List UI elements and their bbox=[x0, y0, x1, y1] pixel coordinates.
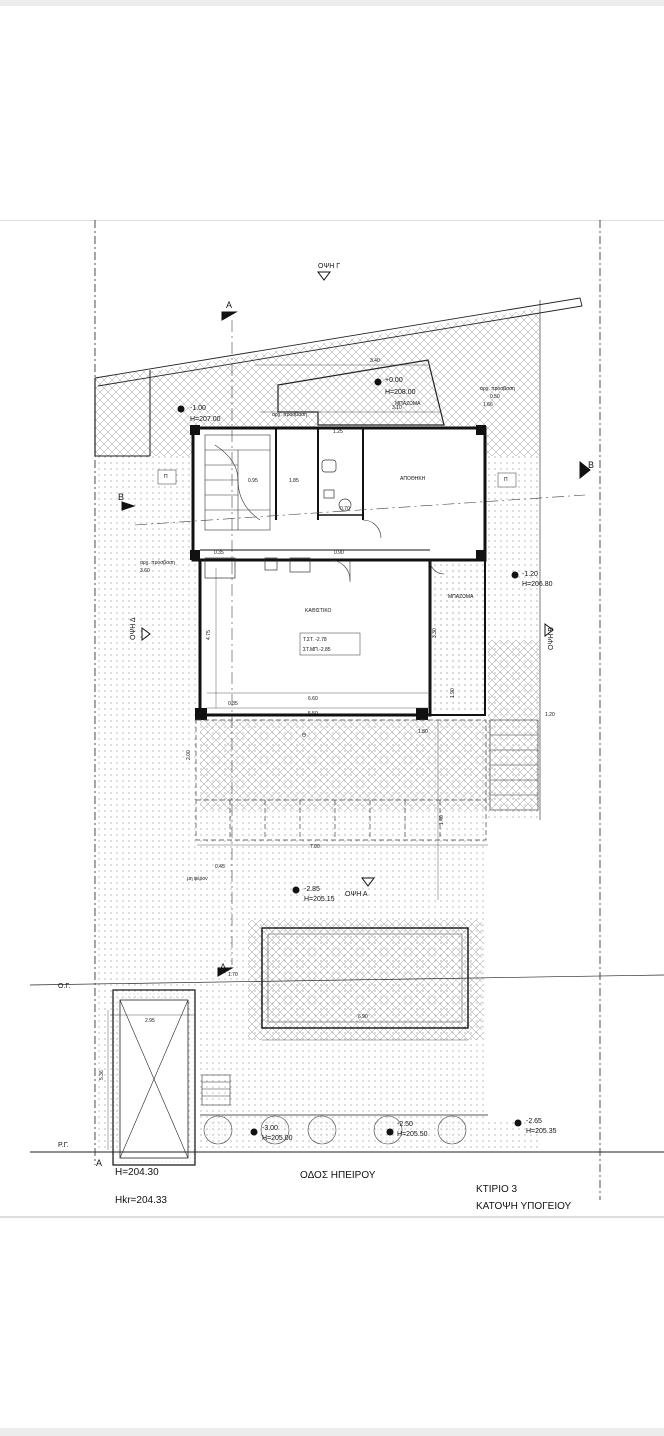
note-access-2: αρχ. πρόσβαση bbox=[480, 385, 515, 392]
dim-text: 1.66 bbox=[483, 402, 493, 408]
height-right: H=206.80 bbox=[522, 581, 553, 588]
parking-space bbox=[112, 989, 196, 1166]
dim-text: 1.85 bbox=[289, 478, 299, 484]
dim-text: 0.45 bbox=[215, 864, 225, 870]
view-label-left: ΟΨΗ Δ bbox=[130, 617, 137, 640]
living-slab-level: ΣΤ.ΜΠ.-2.85 bbox=[303, 647, 331, 653]
level-upper-right: +0.00 bbox=[385, 377, 403, 384]
dim-text: 0.70 bbox=[340, 506, 350, 512]
note-p-right: Π bbox=[504, 477, 508, 483]
street-name: ΟΔΟΣ ΗΠΕΙΡΟΥ bbox=[300, 1170, 376, 1181]
dim-text: 1.70 bbox=[228, 972, 238, 978]
height-upper-right: H=208.00 bbox=[385, 389, 416, 396]
dim-text: 0.35 bbox=[228, 701, 238, 707]
ground-height: H=204.30 bbox=[115, 1167, 159, 1178]
floor-plan-sheet: ΟΨΗ Γ ΟΨΗ Δ ΟΨΗ Β ΟΨΗ Α A B B A A ΑΠΟΘΗΚ… bbox=[0, 219, 664, 1218]
dim-text: 1.80 bbox=[418, 729, 428, 735]
view-label-top: ΟΨΗ Γ bbox=[318, 263, 340, 270]
side-stair bbox=[489, 719, 539, 811]
view-label-right: ΟΨΗ Β bbox=[548, 627, 555, 650]
dim-text: 3.60 bbox=[140, 568, 150, 574]
level-right: -1.20 bbox=[522, 571, 538, 578]
door-swings bbox=[329, 519, 445, 582]
boundary-rg: Ρ.Γ. bbox=[58, 1142, 69, 1149]
upper-hatch bbox=[95, 370, 150, 456]
living-floor-level: Τ.ΣΤ. -2.78 bbox=[303, 637, 327, 643]
top-status-strip bbox=[0, 0, 664, 6]
staircase bbox=[204, 434, 271, 531]
section-b-right: B bbox=[588, 460, 594, 470]
pergola bbox=[195, 719, 487, 841]
dim-text: 1.40 bbox=[439, 815, 445, 825]
room-balcony-top: ΜΠΑΖΩΜΑ bbox=[395, 401, 421, 407]
note-access-1: αρχ. πρόσβαση bbox=[272, 411, 307, 418]
dim-text: 5.50 bbox=[308, 711, 318, 717]
right-hatched bbox=[488, 640, 540, 810]
height-upper-left: H=207.00 bbox=[190, 416, 221, 423]
note-access-3: αρχ. πρόσβαση bbox=[140, 559, 175, 566]
dim-text: 0.50 bbox=[490, 394, 500, 400]
room-living: ΚΑΘΙΣΤΙΚΟ bbox=[305, 608, 332, 614]
dim-text: 3.30 bbox=[432, 628, 438, 638]
dim-text: 1.25 bbox=[333, 429, 343, 435]
dim-text: 5.36 bbox=[99, 1070, 105, 1080]
height-bottom-mid: H=205.50 bbox=[397, 1131, 428, 1138]
level-bottom-right: -2.65 bbox=[526, 1118, 542, 1125]
dim-text: 7.00 bbox=[310, 844, 320, 850]
section-b-left: B bbox=[118, 492, 124, 502]
wc bbox=[321, 459, 352, 512]
dim-text: 6.60 bbox=[308, 696, 318, 702]
kerb-height: Hkr=204.33 bbox=[115, 1195, 167, 1206]
height-bottom-left: H=205.00 bbox=[262, 1135, 293, 1142]
note-slab: μη φέρον bbox=[187, 875, 208, 882]
level-upper-left: -1.00 bbox=[190, 405, 206, 412]
level-pool: -2.85 bbox=[304, 886, 320, 893]
dim-text: 3.40 bbox=[370, 358, 380, 364]
tree-planters bbox=[203, 1115, 467, 1145]
section-a-bottom: A bbox=[96, 1158, 102, 1168]
dim-text: 6.90 bbox=[358, 1014, 368, 1020]
swimming-pool bbox=[261, 927, 469, 1029]
dim-text: 2.95 bbox=[145, 1018, 155, 1024]
height-bottom-right: H=205.35 bbox=[526, 1128, 557, 1135]
section-arrows bbox=[121, 271, 591, 977]
dim-text: 0.35 bbox=[214, 550, 224, 556]
boundary-og: Ο.Γ. bbox=[58, 983, 70, 990]
view-label-bottom: ΟΨΗ Α bbox=[345, 891, 368, 898]
height-pool: H=205.15 bbox=[304, 896, 335, 903]
plan-title: ΚΑΤΟΨΗ ΥΠΟΓΕΙΟΥ bbox=[476, 1201, 572, 1212]
dim-text: 1.20 bbox=[545, 712, 555, 718]
room-balcony-right: ΜΠΑΖΩΜΑ bbox=[448, 594, 474, 600]
bottom-status-strip bbox=[0, 1428, 664, 1436]
terrace-hatched bbox=[200, 720, 488, 810]
dim-text: 1.90 bbox=[450, 688, 456, 698]
dim-text: 2.00 bbox=[186, 750, 192, 760]
level-markers bbox=[177, 378, 522, 1136]
note-p-left: Π bbox=[164, 474, 168, 480]
house-upper-block bbox=[191, 426, 487, 562]
section-a-top: A bbox=[226, 300, 232, 310]
dim-text: 0.95 bbox=[248, 478, 258, 484]
floor-plan-drawing: ΟΨΗ Γ ΟΨΗ Δ ΟΨΗ Β ΟΨΗ Α A B B A A ΑΠΟΘΗΚ… bbox=[0, 219, 664, 1218]
room-storage: ΑΠΟΘΗΚΗ bbox=[400, 476, 426, 482]
structural-columns bbox=[190, 425, 486, 720]
level-bottom-mid: -2.50 bbox=[397, 1121, 413, 1128]
level-bottom-left: -3.00 bbox=[262, 1125, 278, 1132]
building-title: ΚΤΙΡΙΟ 3 bbox=[476, 1184, 518, 1195]
note-theta: Θ bbox=[302, 733, 306, 739]
dim-text: 4.75 bbox=[206, 630, 212, 640]
dimension-lines bbox=[107, 364, 488, 1150]
section-a-mid: A bbox=[220, 962, 226, 972]
dim-text: 3.10 bbox=[392, 405, 402, 411]
dim-text: 0.90 bbox=[334, 550, 344, 556]
